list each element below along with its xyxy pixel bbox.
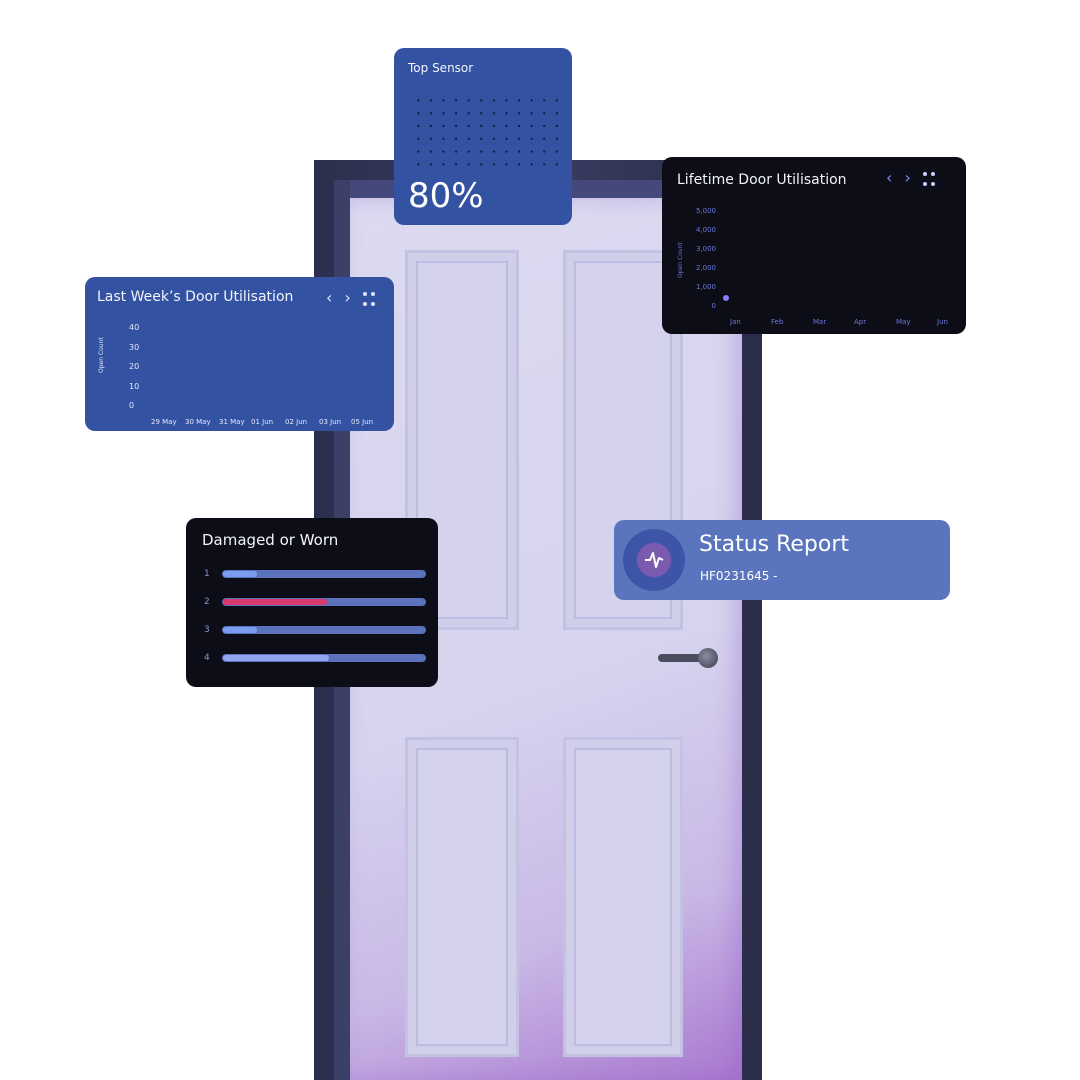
door-panel — [563, 737, 683, 1057]
y-tick-label: 10 — [129, 381, 140, 391]
weekly-ylabel: Open Count — [98, 337, 105, 373]
lifetime-ylabel: Open Count — [677, 242, 684, 278]
y-tick-label: 20 — [129, 362, 140, 371]
x-tick-label: Feb — [771, 318, 784, 326]
y-tick-label: 30 — [129, 342, 140, 352]
weekly-nav: ‹ › — [326, 288, 375, 307]
y-tick-label: 1,000 — [695, 283, 716, 291]
data-point — [723, 295, 729, 302]
bar-fill — [223, 571, 257, 577]
y-tick-label: 0 — [129, 401, 135, 410]
pulse-icon — [623, 529, 685, 591]
chevron-right-icon[interactable]: › — [904, 168, 911, 187]
y-tick-label: 5,000 — [695, 207, 716, 215]
door-knob — [698, 648, 718, 668]
bar-track — [222, 570, 426, 578]
status-title: Status Report — [699, 532, 850, 557]
x-tick-label: Jan — [730, 318, 741, 326]
bar-track — [222, 626, 426, 634]
bar-fill — [223, 655, 329, 661]
y-tick-label: 4,000 — [695, 226, 716, 234]
bar-label: 3 — [204, 625, 210, 635]
bar-label: 2 — [204, 597, 210, 607]
weekly-title: Last Week’s Door Utilisation — [97, 289, 294, 305]
damage-bar-row: 4 — [204, 653, 426, 663]
damage-bar-row: 1 — [204, 569, 426, 579]
lifetime-title: Lifetime Door Utilisation — [677, 172, 847, 188]
door-handle — [658, 654, 710, 662]
chevron-left-icon[interactable]: ‹ — [886, 168, 893, 187]
grid-menu-icon[interactable] — [362, 292, 375, 307]
x-tick-label: 03 Jun — [319, 418, 342, 426]
damaged-title: Damaged or Worn — [202, 531, 339, 549]
bar-track — [222, 598, 426, 606]
bar-track — [222, 654, 426, 662]
door-panel — [405, 737, 519, 1057]
weekly-utilisation-card: Last Week’s Door Utilisation ‹ › Open Co… — [85, 277, 394, 431]
chevron-left-icon[interactable]: ‹ — [326, 288, 333, 307]
top-sensor-card: Top Sensor 80% — [394, 48, 572, 225]
top-sensor-title: Top Sensor — [408, 61, 474, 75]
x-tick-label: 01 Jun — [251, 418, 274, 426]
damaged-worn-card: Damaged or Worn 1 2 3 4 — [186, 518, 438, 687]
sensor-dot-grid — [412, 94, 558, 166]
bar-fill — [223, 599, 327, 605]
status-report-card[interactable]: Status Report HF0231645 - — [614, 520, 950, 600]
x-tick-label: 29 May — [151, 418, 177, 426]
y-tick-label: 3,000 — [695, 245, 716, 253]
damage-bar-row: 2 — [204, 597, 426, 607]
y-tick-label: 2,000 — [695, 264, 716, 272]
x-tick-label: Mar — [813, 318, 827, 326]
x-tick-label: 05 Jun — [351, 418, 374, 426]
lifetime-nav: ‹ › — [886, 168, 935, 187]
x-tick-label: Jun — [937, 318, 948, 326]
chevron-right-icon[interactable]: › — [344, 288, 351, 307]
top-sensor-value: 80% — [408, 176, 484, 216]
grid-menu-icon[interactable] — [922, 172, 935, 187]
x-tick-label: 31 May — [219, 418, 245, 426]
x-tick-label: 02 Jun — [285, 418, 308, 426]
x-tick-label: 30 May — [185, 418, 211, 426]
x-tick-label: May — [896, 318, 911, 326]
bar-label: 4 — [204, 653, 210, 663]
lifetime-utilisation-card: Lifetime Door Utilisation ‹ › Open Count… — [662, 157, 966, 334]
y-tick-label: 40 — [129, 323, 140, 332]
bar-label: 1 — [204, 569, 210, 579]
x-tick-label: Apr — [854, 318, 867, 326]
status-subtitle: HF0231645 - — [700, 569, 778, 583]
y-tick-label: 0 — [711, 302, 716, 310]
damage-bar-row: 3 — [204, 625, 426, 635]
bar-fill — [223, 627, 257, 633]
